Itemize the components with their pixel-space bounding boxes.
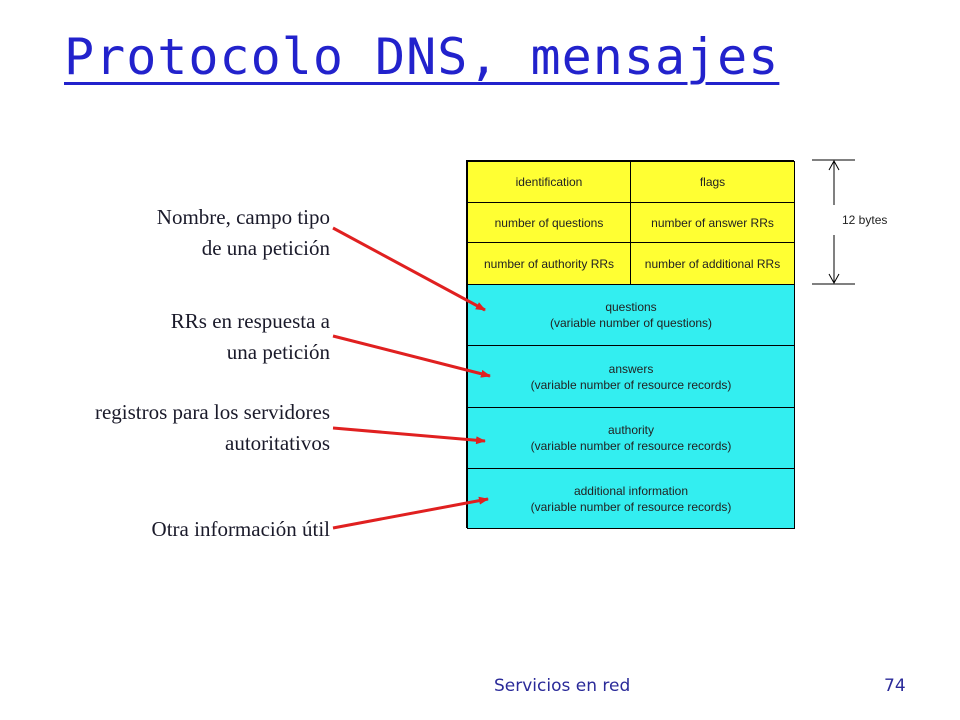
field-num-answer-rrs: number of answer RRs	[630, 202, 795, 243]
section-authority: authority (variable number of resource r…	[467, 407, 795, 469]
field-identification: identification	[467, 161, 631, 203]
section-answers-desc: (variable number of resource records)	[530, 377, 732, 392]
field-num-additional-rrs: number of additional RRs	[630, 242, 795, 285]
section-additional: additional information (variable number …	[467, 468, 795, 529]
footer-page-number: 74	[884, 676, 906, 696]
section-additional-desc: (variable number of resource records)	[530, 499, 732, 514]
header-size-label: 12 bytes	[842, 213, 888, 227]
section-questions-name: questions	[605, 300, 657, 314]
label-questions: Nombre, campo tipo de una petición	[157, 202, 330, 264]
arrow-questions	[332, 226, 486, 312]
arrow-additional	[332, 496, 489, 530]
arrow-answers	[332, 334, 491, 378]
label-additional: Otra información útil	[152, 514, 330, 545]
slide-title: Protocolo DNS, mensajes	[64, 28, 780, 86]
label-answers-line1: RRs en respuesta a	[170, 309, 330, 333]
label-additional-line1: Otra información útil	[151, 517, 330, 541]
section-authority-name: authority	[607, 423, 655, 437]
field-num-authority-rrs: number of authority RRs	[467, 242, 631, 285]
label-authority: registros para los servidores autoritati…	[95, 397, 330, 459]
section-questions: questions (variable number of questions)	[467, 284, 795, 346]
section-authority-desc: (variable number of resource records)	[530, 439, 732, 453]
label-questions-line2: de una petición	[201, 236, 330, 260]
label-questions-line1: Nombre, campo tipo	[156, 205, 330, 229]
field-flags: flags	[630, 161, 795, 203]
label-answers-line2: una petición	[226, 340, 330, 364]
label-authority-line1: registros para los servidores	[94, 400, 330, 424]
dns-message-format: identification flags number of questions…	[466, 160, 795, 529]
section-answers: answers (variable number of resource rec…	[467, 345, 795, 408]
section-questions-desc: (variable number of questions)	[549, 316, 713, 330]
footer-course: Servicios en red	[494, 676, 631, 696]
header-size-brace	[812, 159, 855, 285]
section-answers-name: answers	[608, 361, 654, 376]
label-authority-line2: autoritativos	[225, 431, 330, 455]
label-answers: RRs en respuesta a una petición	[171, 306, 330, 368]
arrow-authority	[332, 426, 486, 445]
section-additional-name: additional information	[573, 483, 689, 498]
